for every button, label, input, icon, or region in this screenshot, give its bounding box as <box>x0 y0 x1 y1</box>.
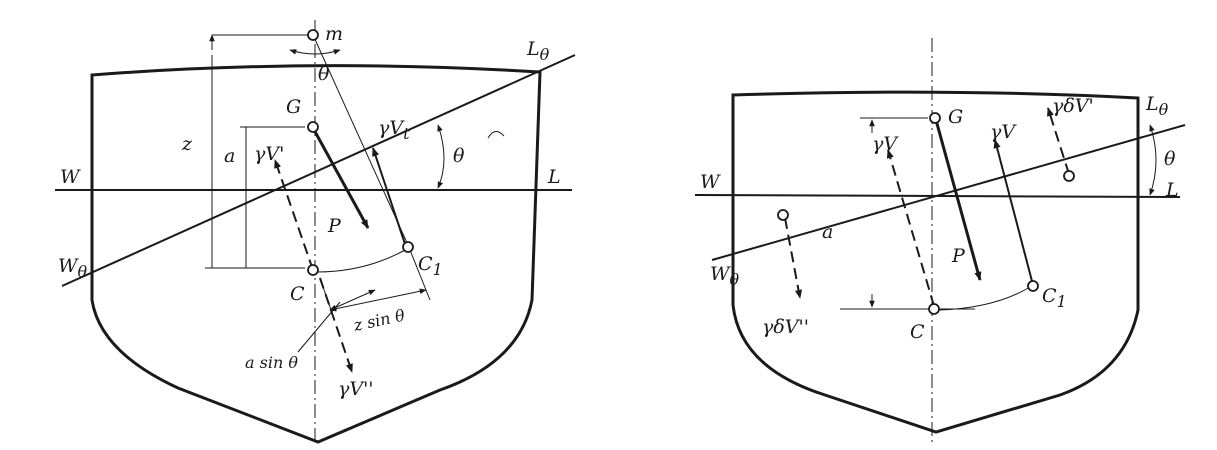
left-label-l-theta: Lθ <box>526 38 550 64</box>
left-buoyancy-c1-arrow <box>372 147 407 248</box>
left-label-z-sin-theta: z sin θ <box>351 305 407 335</box>
left-label-m: m <box>325 23 343 45</box>
right-label-w: W <box>700 171 721 193</box>
left-label-w-theta: Wθ <box>58 255 88 281</box>
left-small-arc-mark <box>487 131 505 139</box>
right-label-w-theta: Wθ <box>710 263 740 289</box>
left-label-z: z <box>181 133 193 155</box>
left-label-gamma-vt: γVt <box>378 117 410 143</box>
left-label-p: P <box>327 215 342 237</box>
left-label-theta-right: θ <box>453 145 465 167</box>
right-label-l-theta: Lθ <box>1145 93 1169 119</box>
left-diagram: m θ G γVt Lθ θ W L z a γV' P Wθ C C1 z s… <box>55 20 576 445</box>
left-label-c1: C1 <box>418 253 443 279</box>
left-m-to-c1-line <box>312 34 409 246</box>
right-label-gamma-v-2: γV <box>990 121 1017 143</box>
right-theta-arc <box>1149 124 1157 196</box>
right-label-p: P <box>951 245 966 267</box>
left-point-g <box>307 121 319 133</box>
left-waterline-heeled <box>61 54 576 287</box>
left-label-w: W <box>60 166 81 188</box>
left-zsin-ext1 <box>319 277 333 314</box>
right-label-gamma-v-1: γV <box>872 133 899 155</box>
left-buoyancy-v-prime-arrow <box>274 159 314 271</box>
right-label-theta: θ <box>1164 148 1176 170</box>
right-label-a: a <box>822 221 833 243</box>
right-label-gamma-delta-v-prime: γδV' <box>1052 95 1094 117</box>
left-label-a: a <box>224 145 235 167</box>
right-hull-outline <box>731 90 1140 434</box>
left-asin-dim <box>329 289 376 311</box>
left-point-m <box>307 29 319 41</box>
left-label-a-sin-theta: a sin θ <box>245 353 298 372</box>
right-point-dv-prime <box>1063 170 1075 182</box>
right-point-g <box>929 112 941 124</box>
right-point-c <box>928 303 940 315</box>
right-point-dv-double-prime <box>777 209 789 221</box>
left-label-g: G <box>286 96 301 118</box>
right-diagram: G γV γV γδV' Lθ θ W L a Wθ P C C1 γδV'' <box>694 38 1186 445</box>
right-buoyancy-c-arrow <box>886 149 935 307</box>
right-label-l: L <box>1165 179 1179 201</box>
left-label-gamma-v-prime: γV' <box>254 143 284 165</box>
right-point-c1 <box>1027 280 1039 292</box>
left-gravity-force-arrow <box>311 127 370 229</box>
left-point-c1 <box>402 241 414 253</box>
right-delta-v-prime-arrow <box>1047 107 1070 175</box>
left-zsin-ext2 <box>409 249 431 301</box>
right-delta-v-double-prime-arrow <box>784 217 803 299</box>
right-label-c: C <box>910 321 925 343</box>
left-theta-arc-top <box>289 49 341 55</box>
right-label-gamma-delta-v-double-prime: γδV'' <box>762 316 809 338</box>
right-buoyancy-c1-arrow <box>993 139 1034 286</box>
right-waterline-heeled <box>711 124 1186 261</box>
left-asin-leader <box>297 301 341 353</box>
left-c-to-c1-arc <box>316 249 406 273</box>
right-label-c1: C1 <box>1042 285 1067 311</box>
right-c-to-c1-arc <box>939 286 1031 311</box>
right-gravity-force-arrow <box>934 119 982 281</box>
left-label-gamma-v-double-prime: γV'' <box>338 378 374 400</box>
left-zsin-dim <box>329 288 427 312</box>
left-label-c: C <box>290 283 305 305</box>
left-hull-outline <box>90 64 542 444</box>
left-theta-arc-right <box>437 124 445 189</box>
right-label-g: G <box>948 106 963 128</box>
left-point-c <box>307 264 319 276</box>
left-label-l: L <box>547 166 561 188</box>
left-label-theta-top: θ <box>318 63 330 85</box>
